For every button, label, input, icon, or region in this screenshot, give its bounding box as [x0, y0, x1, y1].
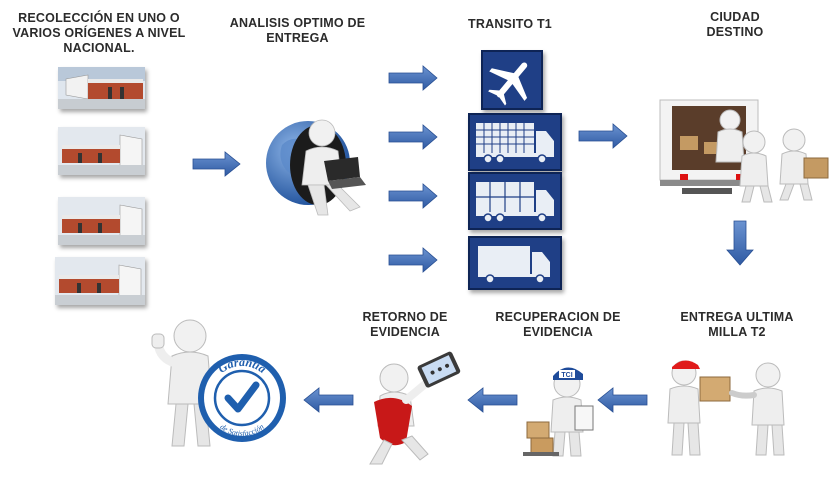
warehouse-icon: [58, 67, 145, 109]
airplane-icon: [488, 62, 528, 106]
arrow-left: [467, 387, 518, 413]
svg-text:Garantía: Garantía: [215, 355, 269, 376]
arrow-right: [388, 183, 438, 209]
label-last-mile: ENTREGA ULTIMA MILLA T2: [680, 310, 794, 339]
evidence-recovery-illustration: TCI: [523, 362, 597, 458]
warehouse-icon: [58, 197, 145, 245]
arrow-right: [388, 247, 438, 273]
label-return: RETORNO DE EVIDENCIA: [362, 310, 448, 339]
airplane-box: [481, 50, 543, 110]
arrow-right: [388, 65, 438, 91]
truck-icon: [476, 123, 554, 164]
last-mile-delivery-illustration: [660, 355, 794, 459]
badge-top-text: Garantía: [215, 355, 269, 376]
arrow-left: [597, 387, 648, 413]
label-analysis: ANALISIS OPTIMO DE ENTREGA: [229, 16, 366, 45]
label-destination: CIUDAD DESTINO: [706, 10, 764, 39]
arrow-left: [303, 387, 354, 413]
truck-box-2: [468, 172, 562, 230]
delivery-van-icon: [478, 246, 550, 284]
label-recovery: RECUPERACION DE EVIDENCIA: [495, 310, 621, 339]
arrow-right: [578, 123, 628, 149]
van-box: [468, 236, 562, 290]
evidence-return-illustration: [356, 348, 466, 472]
warehouse-icon: [55, 257, 145, 305]
globe-laptop-icon: [262, 105, 370, 223]
truck-icon: [476, 182, 554, 223]
arrow-down: [726, 220, 754, 266]
label-origin: RECOLECCIÓN EN UNO O VARIOS ORÍGENES A N…: [12, 11, 186, 55]
arrow-right: [192, 151, 241, 177]
cap-logo: TCI: [561, 372, 572, 379]
arrow-right: [388, 124, 438, 150]
unloading-truck-illustration: [652, 96, 834, 204]
label-transit: TRANSITO T1: [468, 17, 552, 31]
truck-box-1: [468, 113, 562, 171]
check-badge-icon: Garantía de Satisfacción: [196, 352, 288, 444]
warehouse-icon: [58, 127, 145, 175]
